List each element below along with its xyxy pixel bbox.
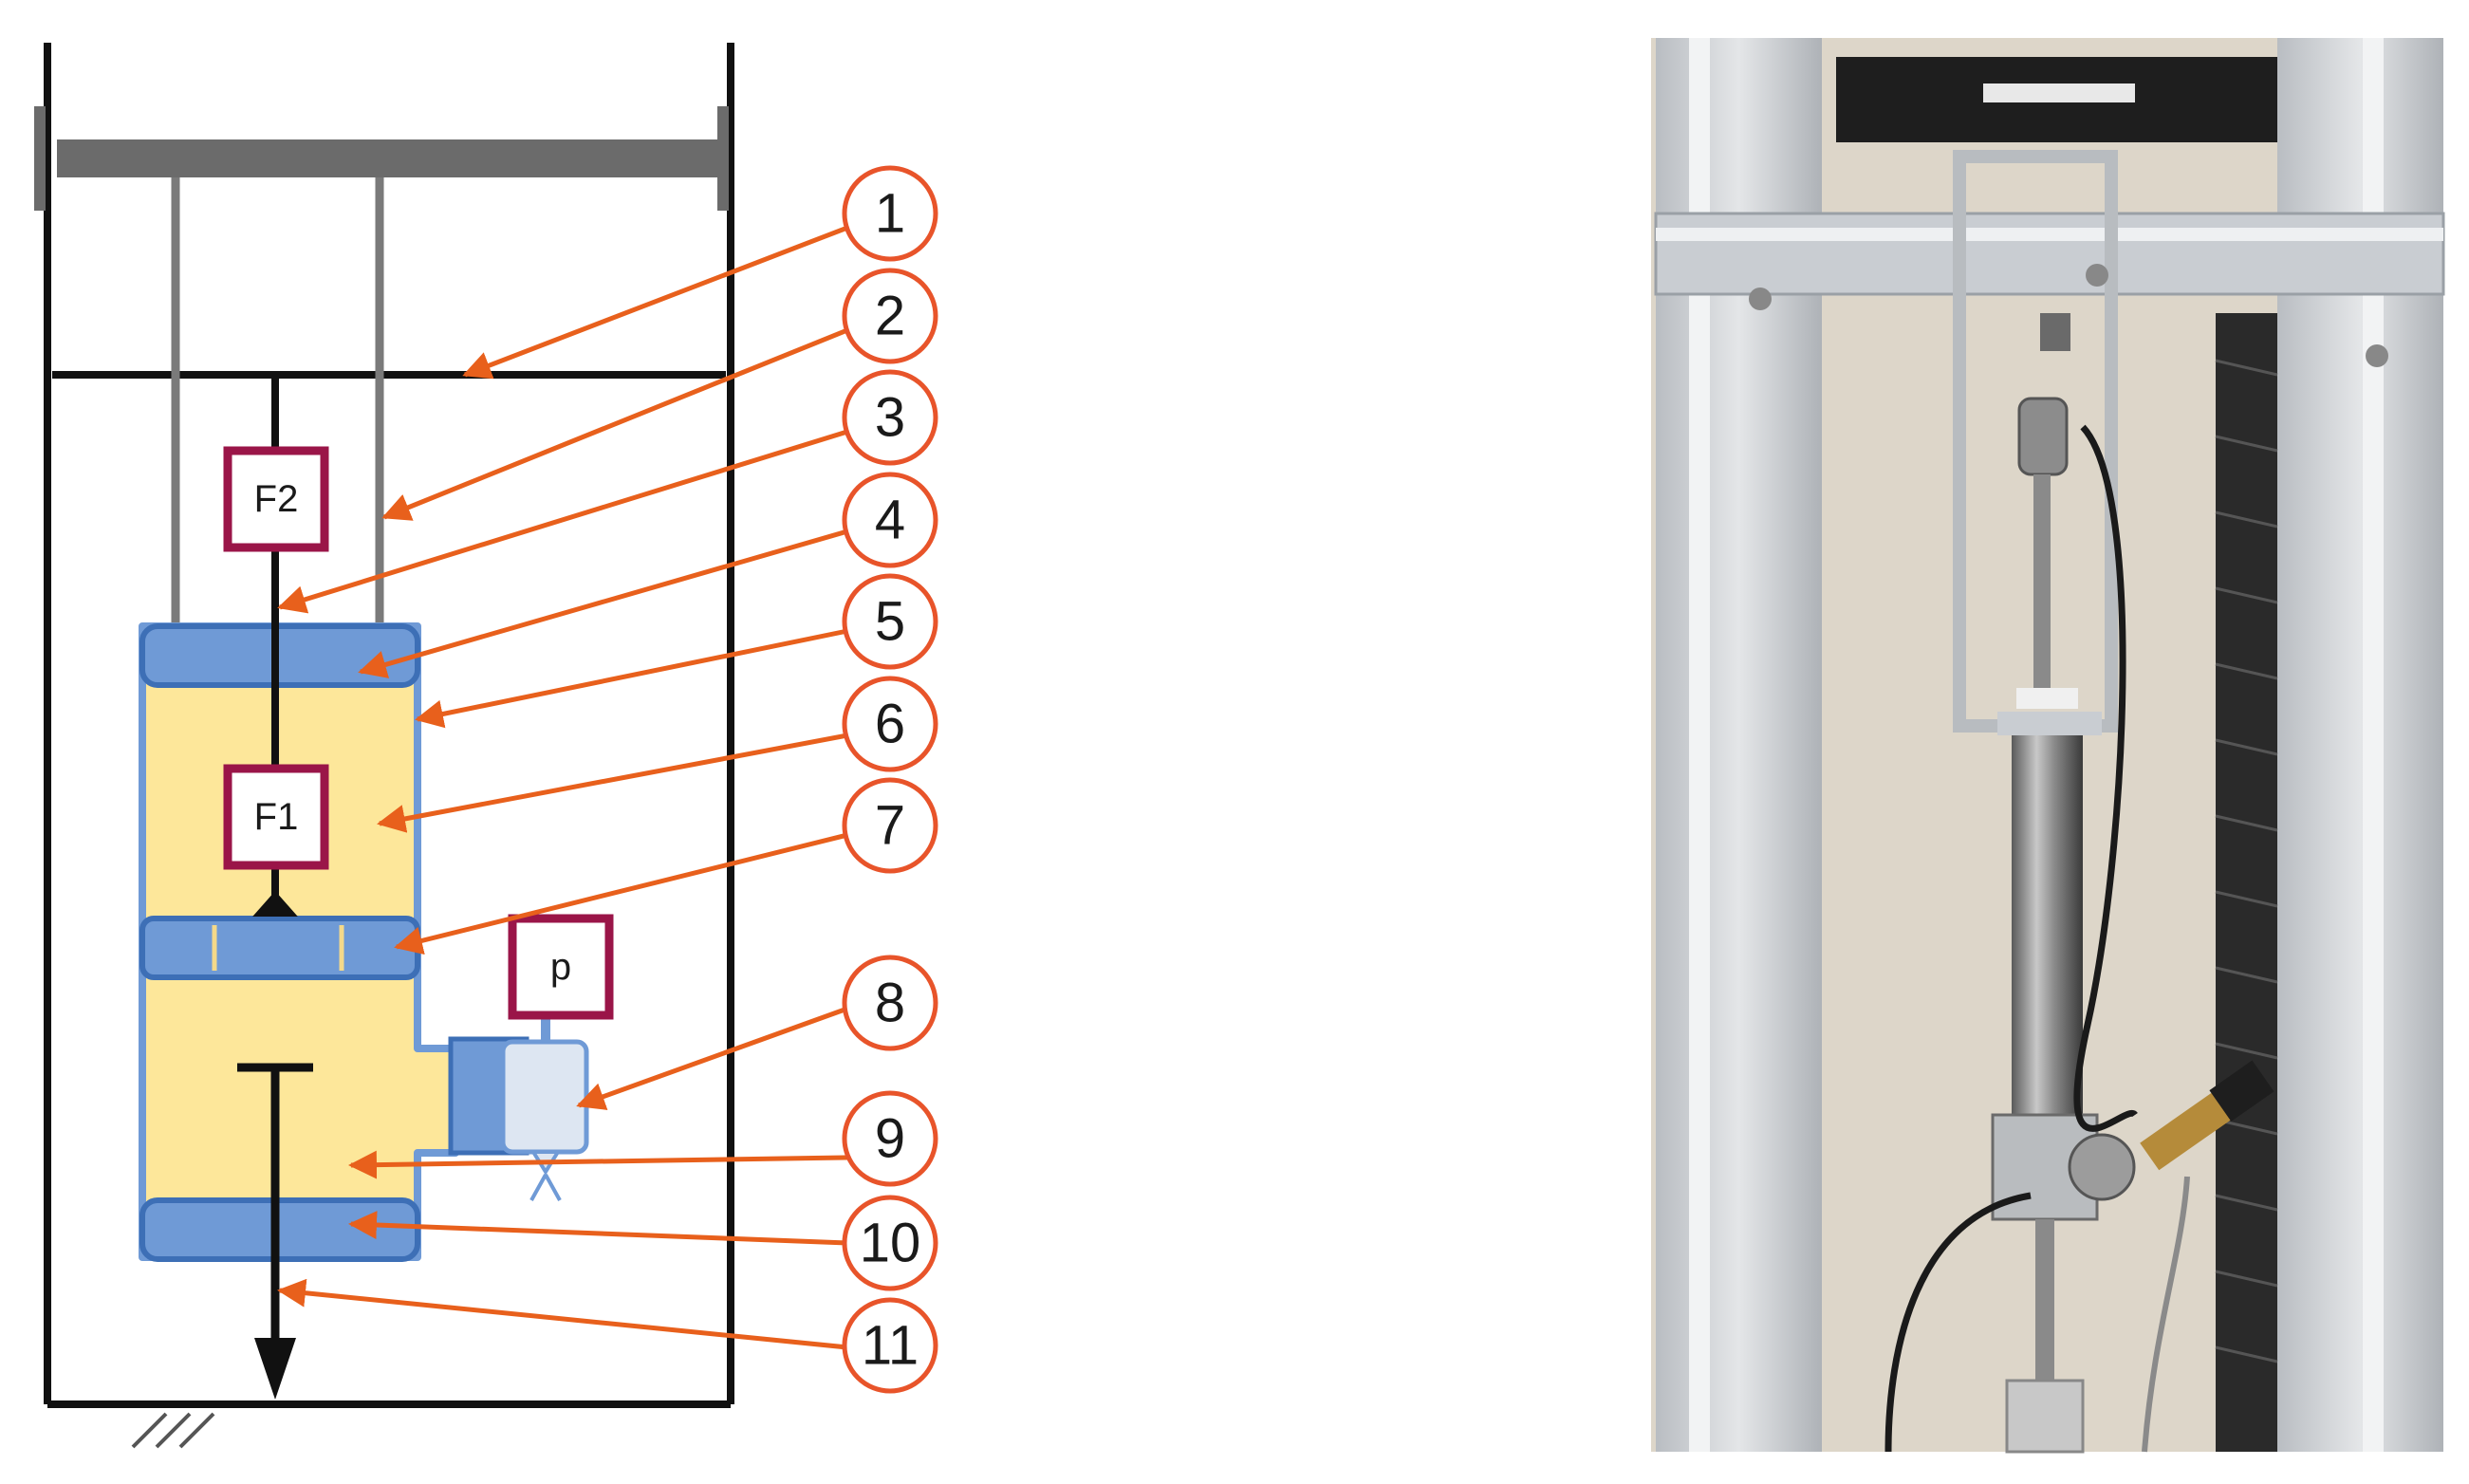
top-seal (139, 623, 420, 688)
schematic: F2 F1 p 1 2 3 4 (34, 43, 938, 1449)
svg-text:10: 10 (860, 1213, 921, 1274)
callout-1: 1 (842, 165, 938, 262)
callout-8: 8 (842, 955, 938, 1051)
svg-text:9: 9 (875, 1108, 905, 1170)
test-rig-photo (1651, 38, 2445, 1454)
f1-label: F1 (254, 796, 299, 838)
callout-10: 10 (842, 1195, 938, 1291)
callout-5: 5 (842, 573, 938, 670)
callout-9: 9 (842, 1090, 938, 1187)
ground-hatch-icon (131, 1412, 215, 1449)
svg-text:7: 7 (875, 795, 905, 857)
svg-text:5: 5 (875, 591, 905, 653)
svg-text:8: 8 (875, 973, 905, 1034)
svg-text:11: 11 (862, 1315, 919, 1377)
force-sensor-f1: F1 (223, 764, 329, 870)
callout-arrows (277, 225, 848, 1350)
callout-2: 2 (842, 268, 938, 364)
svg-text:6: 6 (875, 694, 905, 755)
callout-4: 4 (842, 472, 938, 568)
callouts: 1 2 3 4 5 6 7 8 9 10 11 (842, 165, 938, 1394)
f2-label: F2 (254, 478, 299, 520)
svg-text:3: 3 (875, 387, 905, 449)
pressure-valve (448, 987, 589, 1201)
callout-11: 11 (842, 1297, 938, 1394)
callout-6: 6 (842, 676, 938, 772)
callout-3: 3 (842, 369, 938, 466)
suspension-rods (171, 177, 384, 626)
svg-text:2: 2 (875, 286, 905, 347)
crosshead (34, 106, 729, 211)
pull-rod (237, 1063, 313, 1400)
svg-text:4: 4 (875, 490, 905, 551)
piston (139, 916, 420, 980)
svg-text:1: 1 (875, 183, 905, 245)
pressure-sensor-p: p (508, 914, 614, 1020)
bottom-seal (139, 1197, 420, 1262)
callout-7: 7 (842, 777, 938, 874)
machine-frame (44, 43, 734, 1408)
force-sensor-f2: F2 (223, 446, 329, 552)
p-label: p (550, 946, 571, 988)
load-arrow-icon (254, 1338, 296, 1400)
